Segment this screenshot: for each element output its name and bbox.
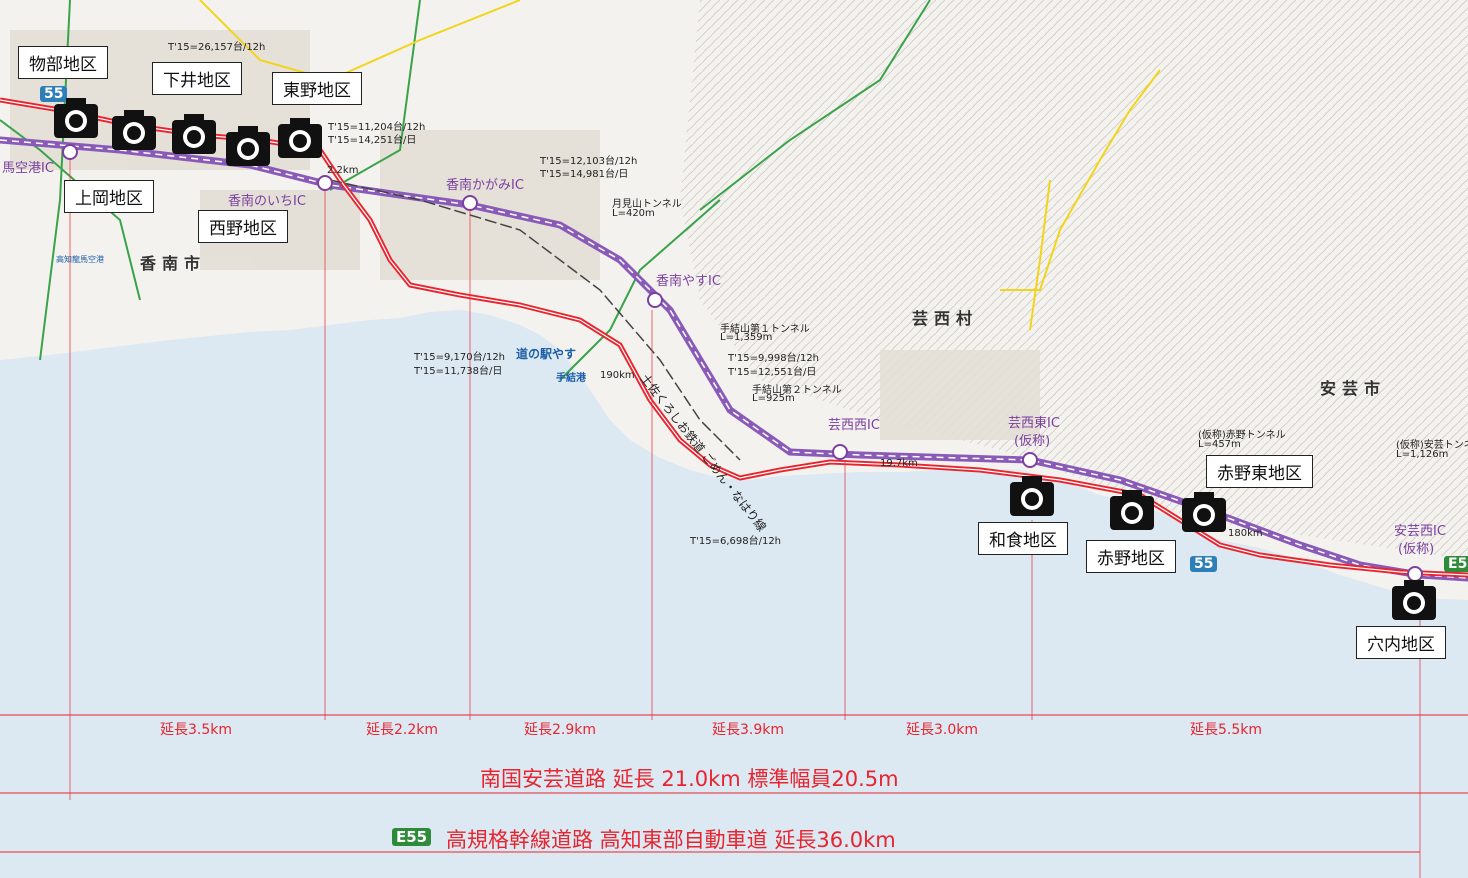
ic-label: 芸西西IC <box>828 418 880 433</box>
traffic-label: T'15=11,204台/12h <box>328 122 426 133</box>
place-geisei: 芸西村 <box>912 309 979 328</box>
segment-length: 延長3.9km <box>712 722 785 738</box>
traffic-label: T'15=6,698台/12h <box>690 536 782 547</box>
distance-label: 180km <box>1228 528 1263 539</box>
tunnel-length: L=1,126m <box>1396 449 1449 460</box>
camera-icon[interactable] <box>1390 578 1438 622</box>
place-michinoeki: 道の駅やす <box>516 347 577 361</box>
mountain-hatch <box>680 0 1468 560</box>
camera-icon[interactable] <box>110 108 158 152</box>
ic-markers <box>62 144 1423 582</box>
tunnel-length: L=457m <box>1198 439 1241 450</box>
camera-icon[interactable] <box>1108 488 1156 532</box>
camera-icon[interactable] <box>1180 490 1228 534</box>
district-label-shimoi: 下井地区 <box>152 62 242 95</box>
ic-label: 香南やすIC <box>656 274 721 289</box>
ic-label-sub: (仮称) <box>1014 434 1051 449</box>
camera-icon[interactable] <box>170 112 218 156</box>
distance-label: 2.2km <box>327 165 359 176</box>
tunnel-name: 月見山トンネル <box>612 199 682 210</box>
traffic-label: T'15=14,981台/日 <box>540 169 629 180</box>
e55-badge: E55 <box>1444 556 1468 572</box>
ic-label: 安芸西IC <box>1394 524 1446 539</box>
camera-icon[interactable] <box>52 96 100 140</box>
district-label-nishino: 西野地区 <box>198 210 288 243</box>
distance-label: 190km <box>600 370 635 381</box>
place-airport: 高知龍馬空港 <box>56 255 104 264</box>
district-label-akanohigashi: 赤野東地区 <box>1206 455 1313 488</box>
traffic-label: T'15=9,170台/12h <box>414 352 506 363</box>
segment-length: 延長2.9km <box>524 722 597 738</box>
summary-road: 南国安芸道路 延長 21.0km 標準幅員20.5m <box>480 767 899 791</box>
district-label-kamioka: 上岡地区 <box>64 180 154 213</box>
district-label-mobe: 物部地区 <box>18 46 108 79</box>
place-konan: 香南市 <box>140 254 207 273</box>
guide-lines <box>69 160 1421 878</box>
district-label-akano: 赤野地区 <box>1086 540 1176 573</box>
ic-label: 芸西東IC <box>1008 416 1060 431</box>
tunnel-name: 手結山第２トンネル <box>752 385 842 396</box>
summary-expressway: 高規格幹線道路 高知東部自動車道 延長36.0km <box>446 828 896 852</box>
distance-label: 19.7km <box>880 458 918 469</box>
route-dash <box>0 139 1468 579</box>
segment-length: 延長5.5km <box>1190 722 1263 738</box>
camera-icon[interactable] <box>276 116 324 160</box>
place-aki: 安芸市 <box>1320 379 1387 398</box>
segment-length: 延長2.2km <box>366 722 439 738</box>
tunnel-length: L=1,359m <box>720 332 773 343</box>
camera-icon[interactable] <box>1008 474 1056 518</box>
segment-length: 延長3.0km <box>906 722 979 738</box>
dimension-lines <box>0 714 1468 853</box>
tunnel-length: L=925m <box>752 393 795 404</box>
traffic-label: T'15=26,157台/12h <box>168 42 266 53</box>
district-label-anani: 穴内地区 <box>1356 626 1446 659</box>
tunnel-name: (仮称)安芸トンネル <box>1396 440 1468 451</box>
district-label-higashino: 東野地区 <box>272 72 362 105</box>
ic-label: 香南かがみIC <box>446 178 524 193</box>
traffic-label: T'15=14,251台/日 <box>328 135 417 146</box>
tunnel-name: 手結山第１トンネル <box>720 324 810 335</box>
route-badge: 55 <box>40 86 68 102</box>
ic-label: 馬空港IC <box>2 161 54 176</box>
traffic-label: T'15=12,551台/日 <box>728 367 817 378</box>
place-port: 手結港 <box>556 373 586 384</box>
tunnel-length: L=420m <box>612 208 655 219</box>
traffic-label: T'15=12,103台/12h <box>540 156 638 167</box>
segment-length: 延長3.5km <box>160 722 233 738</box>
camera-icon[interactable] <box>224 124 272 168</box>
traffic-label: T'15=11,738台/日 <box>414 366 503 377</box>
railway <box>329 179 741 461</box>
ic-label: 香南のいちIC <box>228 194 306 209</box>
tunnel-name: (仮称)赤野トンネル <box>1198 430 1286 441</box>
district-label-wajiki: 和食地区 <box>978 522 1068 555</box>
e55-badge: E55 <box>392 828 432 846</box>
traffic-label: T'15=9,998台/12h <box>728 353 820 364</box>
ic-label-sub: (仮称) <box>1398 542 1435 557</box>
route-badge: 55 <box>1190 556 1218 572</box>
